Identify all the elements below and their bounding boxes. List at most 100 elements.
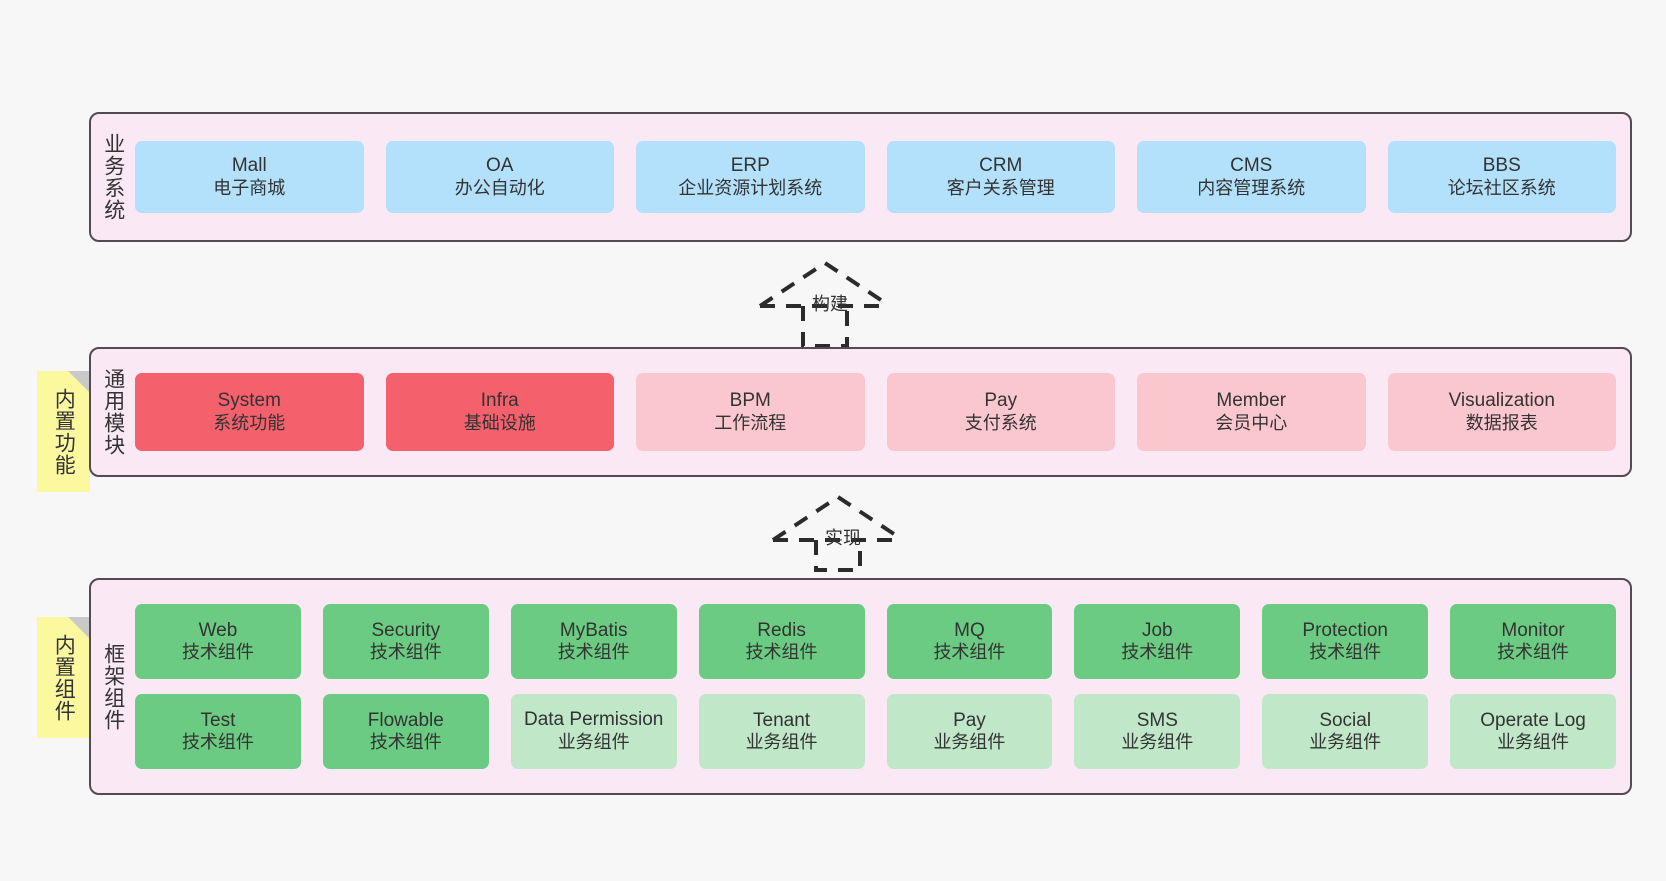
card-cms[interactable]: CMS 内容管理系统 bbox=[1137, 141, 1366, 213]
note-fold-corner-icon bbox=[68, 617, 90, 639]
note-builtin-components: 内置组件 bbox=[37, 617, 90, 738]
card-system[interactable]: System 系统功能 bbox=[135, 373, 364, 451]
note-label: 内置组件 bbox=[52, 633, 76, 722]
note-fold-corner-icon bbox=[68, 371, 90, 393]
card-monitor[interactable]: Monitor 技术组件 bbox=[1450, 604, 1616, 679]
card-infra[interactable]: Infra 基础设施 bbox=[385, 373, 614, 451]
card-bpm[interactable]: BPM 工作流程 bbox=[636, 373, 865, 451]
card-visualization[interactable]: Visualization 数据报表 bbox=[1387, 373, 1616, 451]
card-flowable[interactable]: Flowable 技术组件 bbox=[322, 694, 489, 769]
connector-implement-label: 实现 bbox=[825, 528, 861, 548]
card-title-cn: 技术组件 bbox=[181, 732, 254, 753]
card-title-en: Security bbox=[371, 619, 441, 641]
card-title-cn: 技术组件 bbox=[933, 642, 1006, 663]
note-builtin-functions: 内置功能 bbox=[37, 371, 90, 492]
card-erp[interactable]: ERP 企业资源计划系统 bbox=[636, 141, 865, 213]
card-title-cn: 系统功能 bbox=[213, 412, 286, 433]
card-title-en: Protection bbox=[1302, 619, 1388, 641]
layer-title-framework-components: 框架组件 bbox=[101, 642, 125, 731]
card-title-cn: 工作流程 bbox=[714, 412, 787, 433]
card-title-cn: 技术组件 bbox=[1497, 642, 1570, 663]
card-title-en: Member bbox=[1216, 390, 1287, 412]
card-title-cn: 技术组件 bbox=[557, 642, 630, 663]
card-crm[interactable]: CRM 客户关系管理 bbox=[886, 141, 1115, 213]
card-member[interactable]: Member 会员中心 bbox=[1137, 373, 1366, 451]
card-title-en: System bbox=[217, 390, 281, 412]
note-label: 内置功能 bbox=[52, 387, 76, 476]
card-web[interactable]: Web 技术组件 bbox=[135, 604, 301, 679]
card-redis[interactable]: Redis 技术组件 bbox=[698, 604, 865, 679]
card-title-en: Web bbox=[198, 619, 238, 641]
card-job[interactable]: Job 技术组件 bbox=[1074, 604, 1241, 679]
card-security[interactable]: Security 技术组件 bbox=[322, 604, 489, 679]
card-bbs[interactable]: BBS 论坛社区系统 bbox=[1387, 141, 1616, 213]
layer-title-common-modules: 通用模块 bbox=[101, 368, 125, 456]
card-title-cn: 办公自动化 bbox=[454, 177, 545, 198]
card-title-cn: 技术组件 bbox=[1121, 642, 1194, 663]
card-oa[interactable]: OA 办公自动化 bbox=[385, 141, 614, 213]
card-title-cn: 技术组件 bbox=[181, 642, 254, 663]
card-row: System 系统功能 Infra 基础设施 BPM 工作流程 Pay 支付系统… bbox=[135, 373, 1616, 451]
card-protection[interactable]: Protection 技术组件 bbox=[1262, 604, 1429, 679]
card-social[interactable]: Social 业务组件 bbox=[1262, 694, 1429, 769]
card-title-cn: 技术组件 bbox=[369, 642, 442, 663]
card-mybatis[interactable]: MyBatis 技术组件 bbox=[510, 604, 677, 679]
layer-business-systems: 业务系统 Mall 电子商城 OA 办公自动化 ERP 企业资源计划系统 CRM… bbox=[89, 112, 1632, 242]
card-title-cn: 论坛社区系统 bbox=[1447, 177, 1556, 198]
card-title-en: ERP bbox=[730, 155, 770, 177]
card-title-en: Data Permission bbox=[523, 709, 664, 731]
card-title-cn: 业务组件 bbox=[933, 732, 1006, 753]
card-title-cn: 业务组件 bbox=[1121, 732, 1194, 753]
card-pay-business[interactable]: Pay 业务组件 bbox=[886, 694, 1053, 769]
card-tenant[interactable]: Tenant 业务组件 bbox=[698, 694, 865, 769]
card-title-cn: 数据报表 bbox=[1465, 412, 1538, 433]
layer-body-common-modules: System 系统功能 Infra 基础设施 BPM 工作流程 Pay 支付系统… bbox=[135, 349, 1630, 475]
connector-build-label: 构建 bbox=[812, 294, 848, 314]
card-title-en: BBS bbox=[1482, 155, 1521, 177]
card-title-en: BPM bbox=[729, 390, 771, 412]
card-title-cn: 业务组件 bbox=[557, 731, 630, 752]
card-title-en: Redis bbox=[757, 619, 806, 641]
card-title-cn: 业务组件 bbox=[1497, 732, 1570, 753]
card-title-en: SMS bbox=[1136, 709, 1178, 731]
card-mall[interactable]: Mall 电子商城 bbox=[135, 141, 364, 213]
card-title-cn: 基础设施 bbox=[463, 412, 536, 433]
layer-body-framework-components: Web 技术组件 Security 技术组件 MyBatis 技术组件 Redi… bbox=[135, 580, 1630, 793]
card-title-en: MQ bbox=[954, 619, 985, 641]
card-title-cn: 内容管理系统 bbox=[1197, 177, 1306, 198]
card-title-en: Monitor bbox=[1501, 619, 1565, 641]
card-sms[interactable]: SMS 业务组件 bbox=[1074, 694, 1241, 769]
card-title-en: Pay bbox=[984, 390, 1018, 412]
card-title-cn: 会员中心 bbox=[1215, 412, 1288, 433]
card-title-en: Test bbox=[200, 709, 236, 731]
card-test[interactable]: Test 技术组件 bbox=[135, 694, 301, 769]
card-title-cn: 企业资源计划系统 bbox=[678, 177, 823, 198]
card-title-en: CRM bbox=[979, 155, 1023, 177]
card-pay[interactable]: Pay 支付系统 bbox=[886, 373, 1115, 451]
card-row: Test 技术组件 Flowable 技术组件 Data Permission … bbox=[135, 694, 1616, 769]
card-title-en: Tenant bbox=[753, 709, 811, 731]
card-row: Mall 电子商城 OA 办公自动化 ERP 企业资源计划系统 CRM 客户关系… bbox=[135, 141, 1616, 213]
card-operate-log[interactable]: Operate Log 业务组件 bbox=[1450, 694, 1616, 769]
card-title-cn: 业务组件 bbox=[1309, 732, 1382, 753]
card-title-en: Mall bbox=[231, 155, 267, 177]
card-title-cn: 支付系统 bbox=[964, 412, 1037, 433]
card-data-permission[interactable]: Data Permission 业务组件 bbox=[510, 694, 677, 769]
layer-common-modules: 通用模块 System 系统功能 Infra 基础设施 BPM 工作流程 Pay… bbox=[89, 347, 1632, 477]
layer-body-business-systems: Mall 电子商城 OA 办公自动化 ERP 企业资源计划系统 CRM 客户关系… bbox=[135, 114, 1630, 240]
connector-implement-glyph bbox=[771, 494, 905, 572]
card-row: Web 技术组件 Security 技术组件 MyBatis 技术组件 Redi… bbox=[135, 604, 1616, 679]
card-title-en: MyBatis bbox=[559, 619, 628, 641]
card-title-en: OA bbox=[486, 155, 514, 177]
card-title-en: Flowable bbox=[367, 709, 444, 731]
card-title-en: Pay bbox=[953, 709, 986, 731]
card-title-en: Social bbox=[1319, 709, 1372, 731]
card-title-cn: 客户关系管理 bbox=[946, 177, 1055, 198]
card-mq[interactable]: MQ 技术组件 bbox=[886, 604, 1053, 679]
connector-implement: 实现 bbox=[768, 492, 918, 572]
connector-build-glyph bbox=[758, 260, 892, 348]
layer-framework-components: 框架组件 Web 技术组件 Security 技术组件 MyBatis 技术组件… bbox=[89, 578, 1632, 795]
card-title-en: Job bbox=[1141, 619, 1173, 641]
layer-title-business-systems: 业务系统 bbox=[101, 133, 125, 221]
